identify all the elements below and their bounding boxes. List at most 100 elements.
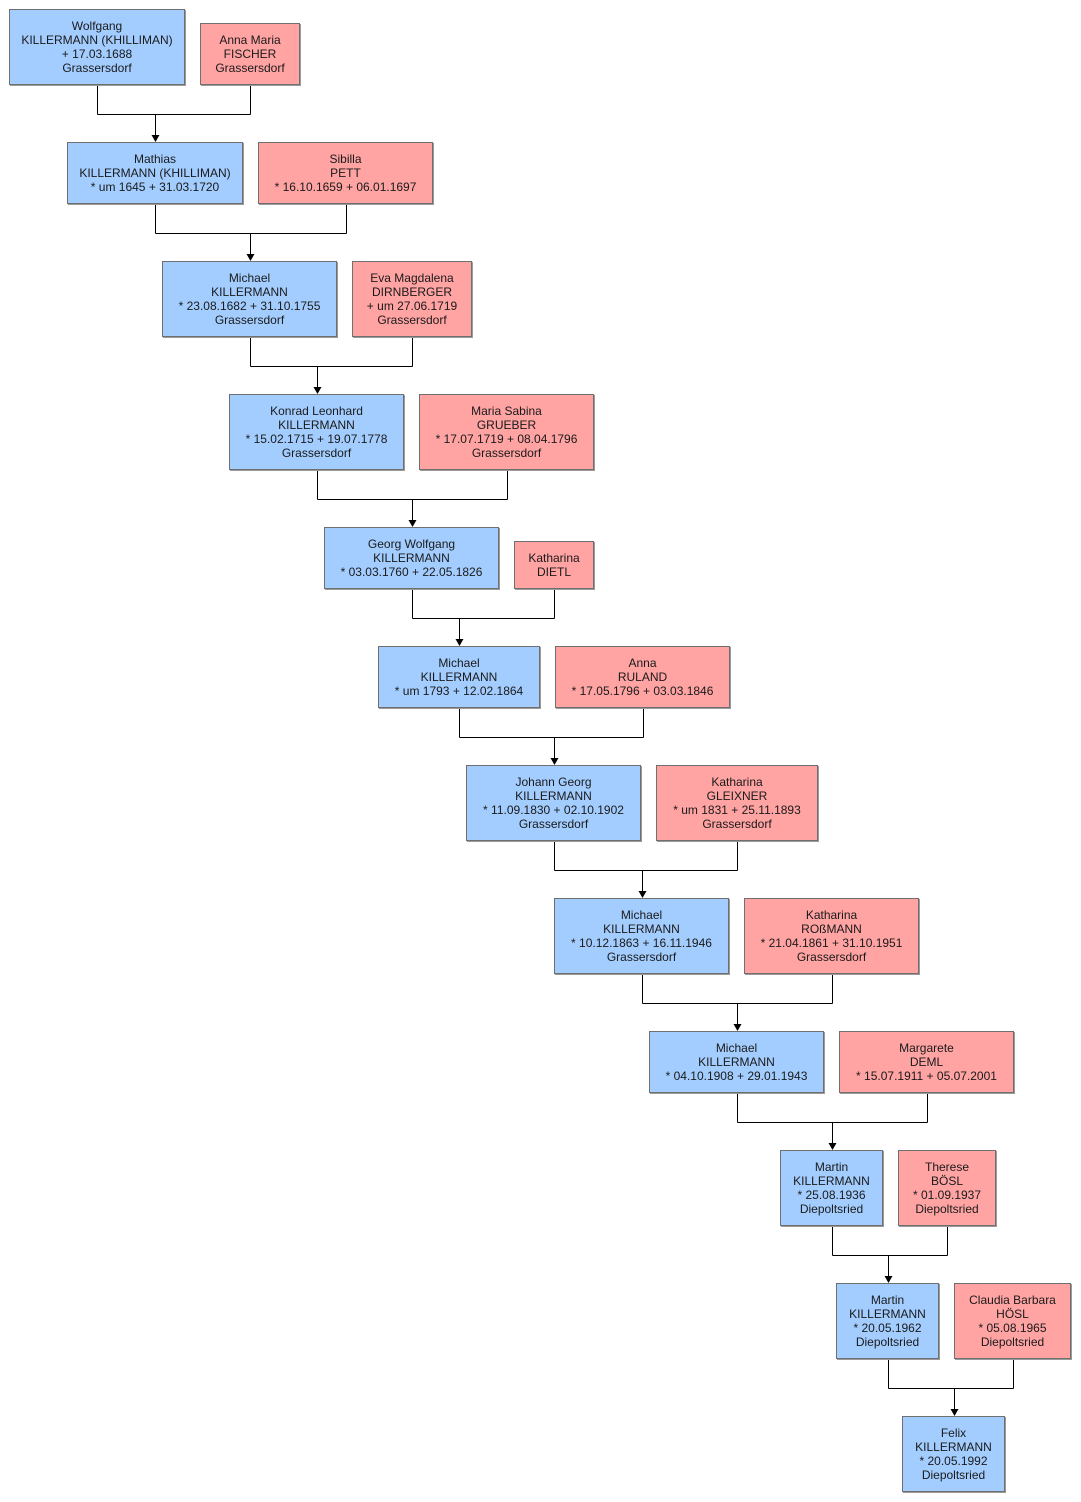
person-line: * 20.05.1962 bbox=[853, 1321, 922, 1335]
person-line: Georg Wolfgang bbox=[367, 537, 456, 551]
person-line: Grassersdorf bbox=[62, 61, 132, 75]
person-line: KILLERMANN bbox=[793, 1174, 870, 1188]
person-line: Margarete bbox=[899, 1041, 954, 1055]
person-line: Martin bbox=[814, 1160, 849, 1174]
arrow-head bbox=[408, 520, 417, 527]
person-line: KILLERMANN bbox=[211, 285, 288, 299]
person-line: Katharina bbox=[805, 908, 858, 922]
arrow-head bbox=[828, 1143, 837, 1150]
person-line: BÖSL bbox=[930, 1174, 963, 1188]
person-line: HÖSL bbox=[996, 1307, 1029, 1321]
person-line: PETT bbox=[330, 166, 361, 180]
arrow-head bbox=[950, 1409, 959, 1416]
person-line: Wolfgang bbox=[71, 19, 123, 33]
person-line: Grassersdorf bbox=[214, 313, 285, 327]
person-line: * um 1793 + 12.02.1864 bbox=[394, 684, 524, 698]
arrow-head bbox=[455, 639, 464, 646]
person-line: KILLERMANN (KHILLIMAN) bbox=[21, 33, 173, 47]
person-line: * 15.07.1911 + 05.07.2001 bbox=[856, 1069, 997, 1083]
person-line: Michael bbox=[715, 1041, 758, 1055]
person-line: KILLERMANN bbox=[849, 1307, 926, 1321]
person-line: * 23.08.1682 + 31.10.1755 bbox=[178, 299, 321, 313]
person-line: * 03.03.1760 + 22.05.1826 bbox=[340, 565, 483, 579]
person-line: + 17.03.1688 bbox=[61, 47, 133, 61]
person-line: Grassersdorf bbox=[606, 950, 677, 964]
person-line: KILLERMANN bbox=[278, 418, 355, 432]
arrow-head bbox=[733, 1024, 742, 1031]
arrow-head bbox=[313, 387, 322, 394]
person-line: * 10.12.1863 + 16.11.1946 bbox=[571, 936, 712, 950]
person-line: Grassersdorf bbox=[215, 61, 285, 75]
person-line: Anna Maria bbox=[219, 33, 281, 47]
person-line: KILLERMANN bbox=[603, 922, 680, 936]
person-line: * 16.10.1659 + 06.01.1697 bbox=[274, 180, 417, 194]
person-line: DEML bbox=[909, 1055, 944, 1069]
person-line: KILLERMANN bbox=[420, 670, 498, 684]
person-line: Diepoltsried bbox=[921, 1468, 986, 1482]
person-line: Felix bbox=[940, 1426, 967, 1440]
person-line: Diepoltsried bbox=[855, 1335, 920, 1349]
person-line: Johann Georg bbox=[515, 775, 592, 789]
person-line: Grassersdorf bbox=[377, 313, 447, 327]
person-line: RULAND bbox=[617, 670, 668, 684]
person-line: * 25.08.1936 bbox=[797, 1188, 866, 1202]
person-line: GRUEBER bbox=[476, 418, 537, 432]
person-line: * 05.08.1965 bbox=[978, 1321, 1047, 1335]
person-line: Grassersdorf bbox=[281, 446, 352, 460]
person-line: Therese bbox=[924, 1160, 970, 1174]
person-line: Eva Magdalena bbox=[370, 271, 454, 285]
person-line: Michael bbox=[228, 271, 271, 285]
person-line: DIETL bbox=[536, 565, 571, 579]
person-line: Diepoltsried bbox=[915, 1202, 979, 1216]
person-line: * 17.05.1796 + 03.03.1846 bbox=[571, 684, 714, 698]
arrow-head bbox=[151, 135, 160, 142]
person-line: * 17.07.1719 + 08.04.1796 bbox=[435, 432, 578, 446]
person-line: GLEIXNER bbox=[706, 789, 768, 803]
person-line: * um 1645 + 31.03.1720 bbox=[90, 180, 220, 194]
person-line: * 20.05.1992 bbox=[919, 1454, 988, 1468]
person-line: Michael bbox=[438, 656, 480, 670]
person-line: * um 1831 + 25.11.1893 bbox=[673, 803, 801, 817]
person-line: Katharina bbox=[528, 551, 580, 565]
person-line: Claudia Barbara bbox=[969, 1293, 1056, 1307]
person-line: Martin bbox=[870, 1293, 905, 1307]
arrow-head bbox=[884, 1276, 893, 1283]
person-line: Diepoltsried bbox=[980, 1335, 1045, 1349]
person-line: Michael bbox=[620, 908, 663, 922]
person-line: * 04.10.1908 + 29.01.1943 bbox=[665, 1069, 808, 1083]
person-line: Katharina bbox=[711, 775, 763, 789]
person-line: Mathias bbox=[133, 152, 177, 166]
person-line: * 01.09.1937 bbox=[912, 1188, 982, 1202]
person-line: KILLERMANN bbox=[373, 551, 450, 565]
person-line: + um 27.06.1719 bbox=[366, 299, 458, 313]
person-line: Konrad Leonhard bbox=[270, 404, 363, 418]
person-line: FISCHER bbox=[223, 47, 277, 61]
person-line: Grassersdorf bbox=[796, 950, 867, 964]
person-line: ROßMANN bbox=[801, 922, 862, 936]
